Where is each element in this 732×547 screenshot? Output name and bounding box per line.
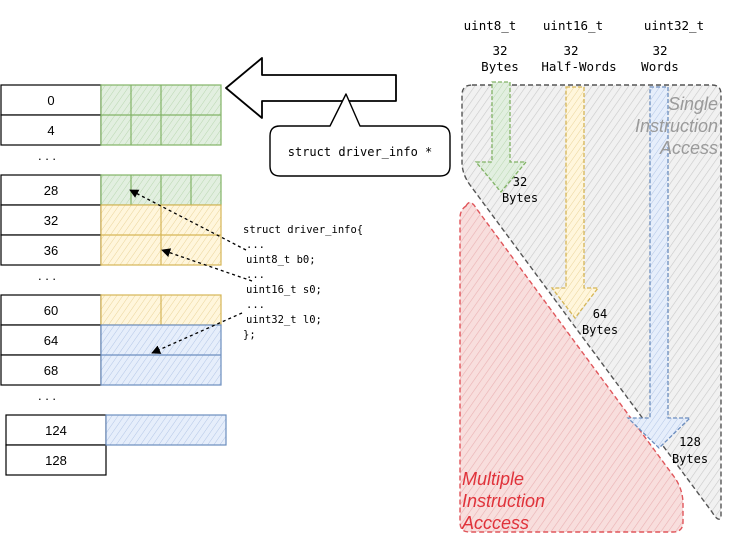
code-line: uint16_t s0; (246, 284, 322, 296)
svg-text:Access: Access (659, 138, 718, 158)
code-line: ... (246, 239, 265, 251)
uint8-span-arrow (474, 81, 528, 194)
type-name-uint32: uint32_t (644, 18, 704, 33)
uint32-span-unit: Bytes (672, 452, 708, 466)
halfword-cells-yellow (100, 204, 222, 266)
address-label: 36 (44, 243, 58, 258)
struct-code: struct driver_info{ ... uint8_t b0; ... … (243, 224, 363, 341)
address-column: 0 4 . . . 28 32 36 . . . 60 64 (0, 84, 107, 476)
uint16-span-unit: Bytes (582, 323, 618, 337)
address-label: 0 (47, 93, 54, 108)
uint8-span-number: 32 (513, 175, 527, 189)
type-name-uint8: uint8_t (464, 18, 517, 33)
address-cell: 0 (0, 84, 102, 116)
address-label: 128 (45, 453, 67, 468)
uint16-span-arrow (550, 86, 600, 320)
code-line: ... (246, 299, 265, 311)
halfword-cells-yellow-60 (100, 294, 222, 326)
single-access-label: Single Instruction Access (635, 94, 718, 158)
address-label: 32 (44, 213, 58, 228)
address-label: 68 (44, 363, 58, 378)
svg-text:Instruction: Instruction (462, 491, 545, 511)
address-cell: 64 (0, 324, 102, 356)
type-count-uint16: 32 (563, 43, 578, 58)
word-cell-blue-124 (105, 414, 227, 446)
b0-arrow (129, 189, 247, 251)
pointer-arrow (225, 57, 397, 119)
address-label: 4 (47, 123, 54, 138)
type-count-uint8: 32 (492, 43, 507, 58)
memory-cells (100, 84, 227, 446)
member-arrows (129, 189, 253, 354)
address-cell: 128 (5, 444, 107, 476)
code-line: uint8_t b0; (246, 254, 316, 266)
address-cell: 60 (0, 294, 102, 326)
type-unit-uint8: Bytes (481, 59, 519, 74)
address-label: 124 (45, 423, 67, 438)
type-count-uint32: 32 (652, 43, 667, 58)
uint16-span-number: 64 (593, 307, 607, 321)
code-line: ... (246, 269, 265, 281)
word-cells-blue (100, 324, 222, 386)
l0-arrow (151, 312, 243, 354)
address-cell: 124 (5, 414, 107, 446)
code-line: }; (243, 329, 256, 341)
address-label: 28 (44, 183, 58, 198)
type-unit-uint16: Half-Words (541, 59, 616, 74)
address-label: 60 (44, 303, 58, 318)
type-unit-uint32: Words (641, 59, 679, 74)
svg-text:Multiple: Multiple (462, 469, 524, 489)
svg-text:Acccess: Acccess (461, 513, 529, 533)
address-cell: 4 (0, 114, 102, 146)
s0-arrow (161, 248, 253, 282)
address-cell: 28 (0, 174, 102, 206)
type-headers: uint8_t uint16_t uint32_t 32 Bytes 32 Ha… (464, 18, 704, 74)
code-line: struct driver_info{ (243, 224, 363, 236)
uint32-span-arrow (626, 86, 692, 449)
svg-text:Single: Single (668, 94, 718, 114)
multiple-access-label: Multiple Instruction Acccess (461, 469, 545, 533)
ellipsis: . . . (38, 148, 56, 163)
type-name-uint16: uint16_t (543, 18, 603, 33)
address-cell: 32 (0, 204, 102, 236)
uint32-span-number: 128 (679, 435, 701, 449)
svg-text:Instruction: Instruction (635, 116, 718, 136)
ellipsis: . . . (38, 268, 56, 283)
code-line: uint32_t l0; (246, 314, 322, 326)
ellipsis: . . . (38, 388, 56, 403)
pointer-label: struct driver_info * (288, 145, 433, 159)
byte-cells-green (100, 84, 222, 146)
address-label: 64 (44, 333, 58, 348)
byte-cells-green-28 (100, 174, 222, 206)
address-cell: 68 (0, 354, 102, 386)
uint8-span-unit: Bytes (502, 191, 538, 205)
multiple-access-region (459, 201, 684, 533)
address-cell: 36 (0, 234, 102, 266)
pointer-callout (269, 93, 451, 177)
